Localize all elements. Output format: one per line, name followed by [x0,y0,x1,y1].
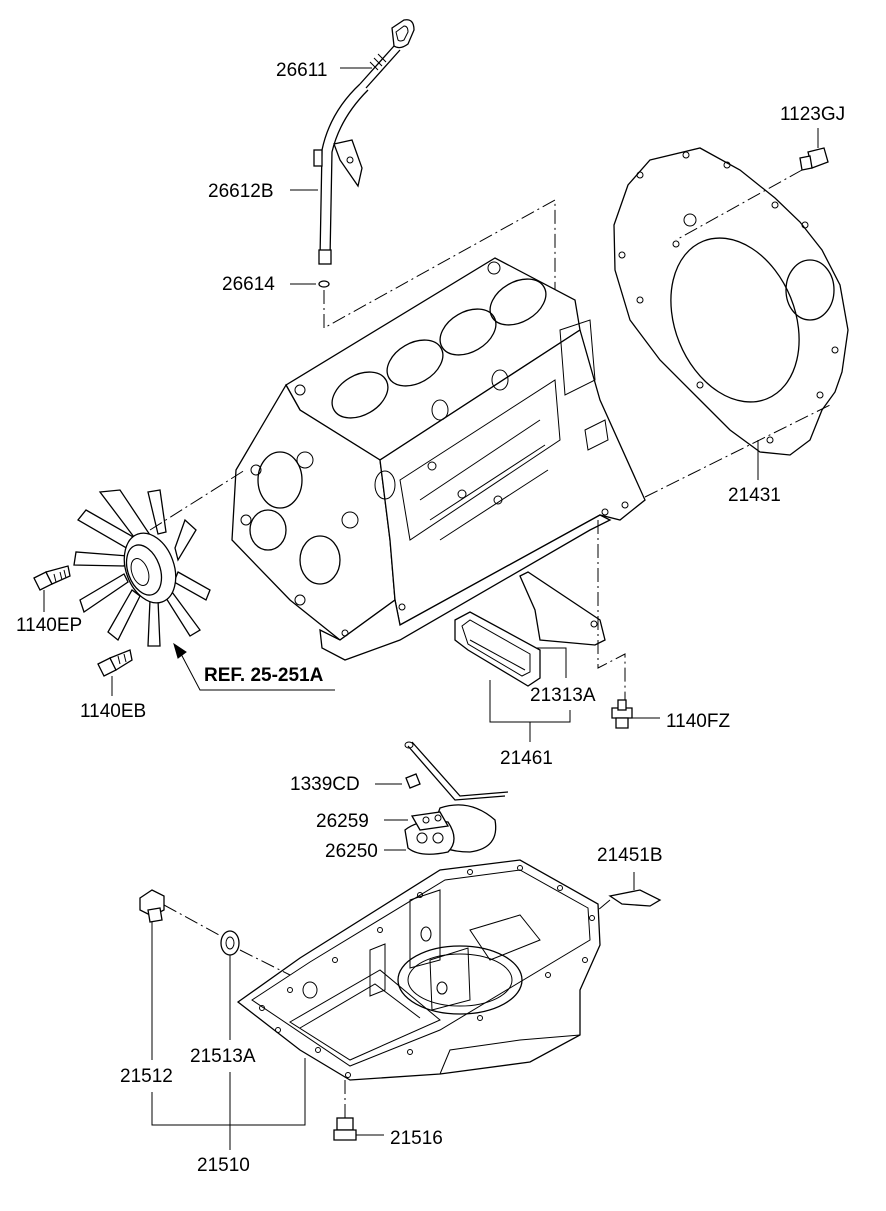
engine-block [231,257,646,661]
label-21510: 21510 [197,1155,250,1176]
bolt-1140eb [97,649,133,696]
label-1140eb: 1140EB [80,701,146,722]
label-21461: 21461 [500,748,553,769]
part-labels: 26611 26612B 26614 1123GJ 21431 1140EP 1… [16,60,845,1176]
rear-plate [613,147,849,456]
label-21431: 21431 [728,485,781,506]
label-1140ep: 1140EP [16,615,82,636]
bracket-21313a [519,520,626,700]
oil-strainer [404,741,509,855]
plate-dashline [644,404,831,498]
cooling-fan [73,469,246,647]
ref-arrow [173,642,335,691]
label-26250: 26250 [325,841,378,862]
label-ref-25-251a: REF. 25-251A [204,665,324,686]
label-26259: 26259 [316,811,369,832]
bolt-1123gj [675,128,829,241]
label-26614: 26614 [222,274,275,295]
drain-plug [139,889,233,943]
bracket-21461 [454,611,541,687]
label-21516: 21516 [390,1128,443,1149]
gasket-21513a [220,930,291,976]
oil-pan [236,859,601,1081]
bolt-1140fz [611,699,660,729]
label-21512: 21512 [120,1066,173,1087]
bolt-21516 [333,1080,384,1141]
label-26612b: 26612B [208,181,274,202]
label-1140fz: 1140FZ [666,711,730,732]
label-1339cd: 1339CD [290,774,360,795]
leader-lines [151,67,759,1150]
label-21313a: 21313A [530,685,596,706]
label-21513a: 21513A [190,1046,256,1067]
bolt-1140ep [33,565,71,612]
clip-21451b [597,872,662,911]
label-1123gj: 1123GJ [780,104,845,125]
label-26611: 26611 [276,60,327,81]
label-21451b: 21451B [597,845,663,866]
